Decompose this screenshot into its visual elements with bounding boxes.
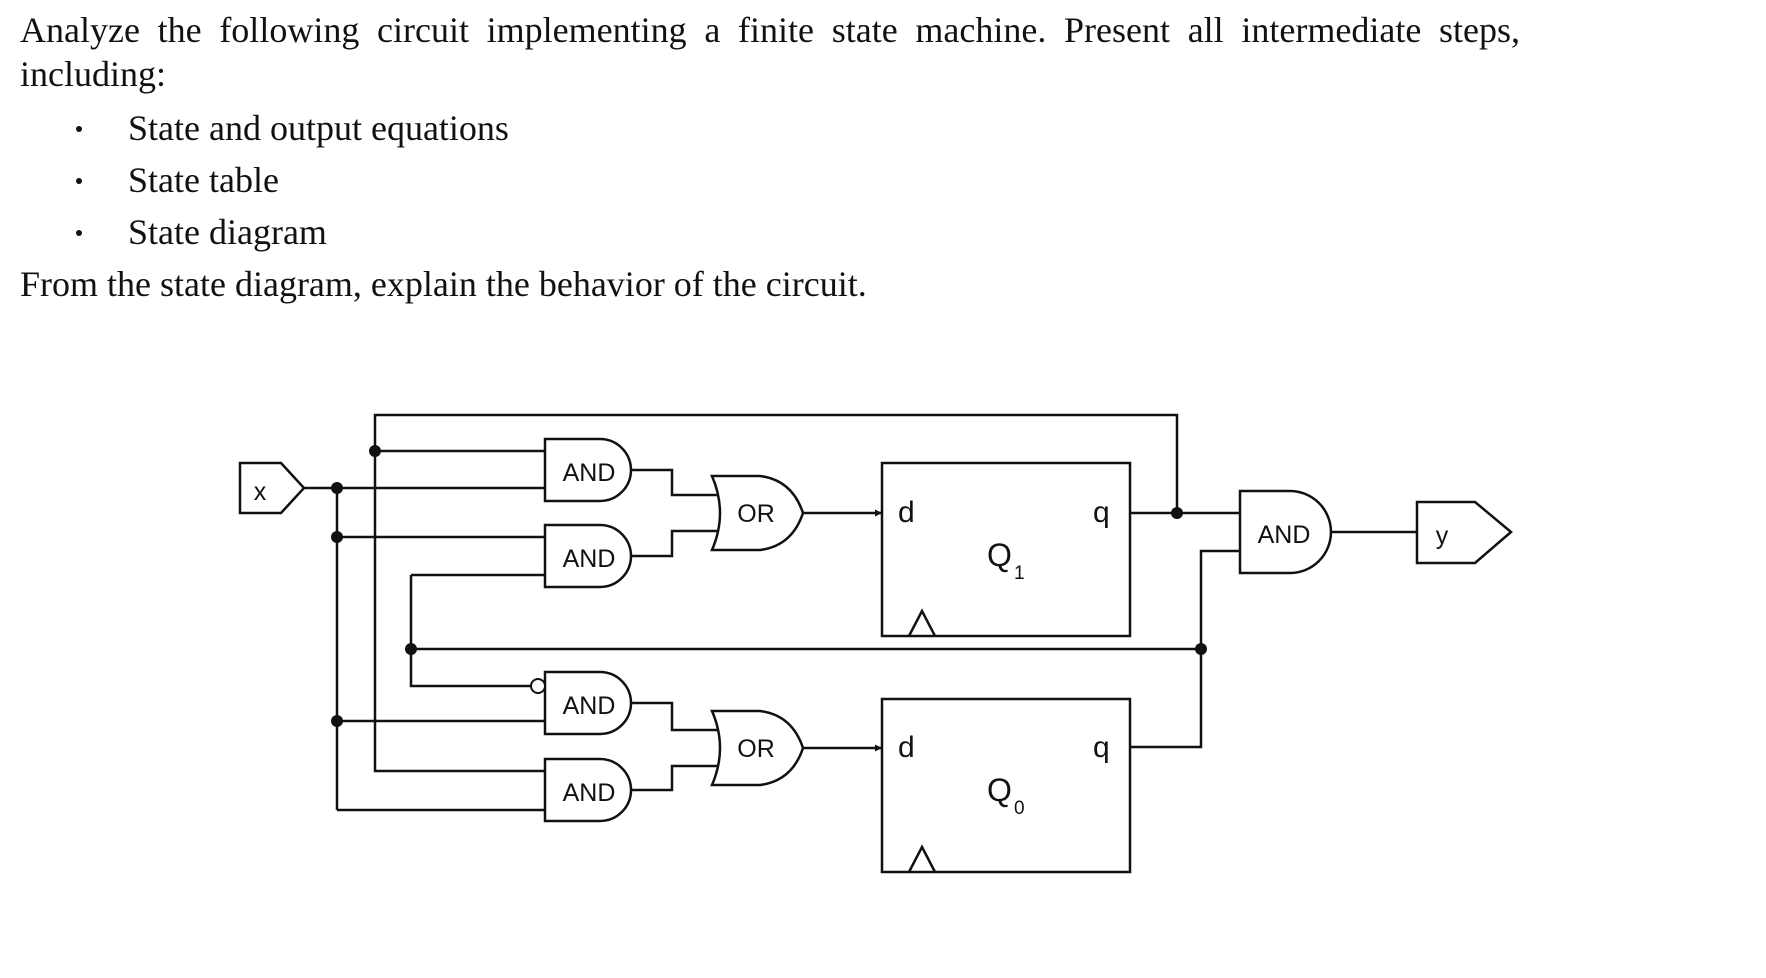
and-gate-label: AND bbox=[563, 692, 616, 720]
flipflop-q-label: q bbox=[1093, 731, 1110, 764]
or-gate-label: OR bbox=[737, 500, 775, 528]
bullet-dot bbox=[76, 126, 82, 132]
requirement-item: State and output equations bbox=[20, 102, 1520, 154]
clock-triangle-icon bbox=[907, 608, 937, 637]
output-port-shape bbox=[1415, 500, 1513, 565]
clock-triangle-icon bbox=[907, 844, 937, 873]
or-gate-0: OR bbox=[710, 709, 805, 787]
wire-and3-to-or0 bbox=[631, 701, 719, 732]
flipflop-name: Q bbox=[987, 772, 1012, 808]
flipflop-q-label: q bbox=[1093, 496, 1110, 529]
question-text: Analyze the following circuit implementi… bbox=[20, 8, 1520, 306]
junction-dot bbox=[369, 445, 381, 457]
question-outro: From the state diagram, explain the beha… bbox=[20, 264, 867, 304]
flipflop-box bbox=[880, 461, 1132, 638]
input-x-port: x bbox=[238, 461, 306, 515]
junction-dot bbox=[1171, 507, 1183, 519]
requirements-list: State and output equations State table S… bbox=[20, 102, 1520, 258]
question-intro: Analyze the following circuit implementi… bbox=[20, 10, 1520, 94]
bullet-dot bbox=[76, 178, 82, 184]
output-and-gate: AND bbox=[1238, 489, 1333, 575]
flipflop-d-label: d bbox=[898, 731, 915, 764]
wire-q0-to-out-and bbox=[1199, 549, 1240, 649]
requirement-label: State table bbox=[128, 160, 279, 200]
and-gate-shape bbox=[1238, 489, 1333, 575]
wire-q1-feedback bbox=[373, 413, 1179, 773]
inverter-bubble bbox=[530, 678, 546, 694]
or-gate-shape bbox=[710, 709, 805, 787]
flipflop-d-label: d bbox=[898, 496, 915, 529]
flipflop-q1: d q Q 1 bbox=[880, 461, 1132, 638]
and-gate-label: AND bbox=[563, 779, 616, 807]
input-port-shape bbox=[238, 461, 306, 515]
requirement-item: State diagram bbox=[20, 206, 1520, 258]
junction-dot bbox=[1195, 643, 1207, 655]
flipflop-q0: d q Q 0 bbox=[880, 697, 1132, 874]
flipflop-box bbox=[880, 697, 1132, 874]
junction-dot bbox=[405, 643, 417, 655]
and-gate-shape bbox=[543, 757, 633, 823]
or-gate-shape bbox=[710, 474, 805, 552]
wire-and1-to-or1 bbox=[631, 468, 719, 497]
wire-q0-feedback bbox=[411, 647, 1203, 749]
junction-dot bbox=[331, 482, 343, 494]
or-gate-label: OR bbox=[737, 735, 775, 763]
and-gate-4: AND bbox=[543, 757, 633, 823]
flipflop-name: Q bbox=[987, 537, 1012, 573]
flipflop-subscript: 0 bbox=[1014, 798, 1025, 819]
and-gate-1: AND bbox=[543, 437, 633, 503]
input-x-label: x bbox=[254, 478, 267, 506]
output-y-label: y bbox=[1436, 522, 1449, 550]
and-gate-label: AND bbox=[563, 545, 616, 573]
and-gate-shape bbox=[543, 523, 633, 589]
junction-dots bbox=[331, 445, 1207, 727]
and-gate-2: AND bbox=[543, 523, 633, 589]
output-y-port: y bbox=[1415, 500, 1513, 565]
requirement-label: State diagram bbox=[128, 212, 327, 252]
and-gate-label: AND bbox=[1258, 521, 1311, 549]
and-gate-label: AND bbox=[563, 459, 616, 487]
requirement-label: State and output equations bbox=[128, 108, 509, 148]
junction-dot bbox=[331, 531, 343, 543]
flipflop-subscript: 1 bbox=[1014, 563, 1025, 584]
wire-q0-branches bbox=[409, 575, 531, 688]
wire-and4-to-or0 bbox=[631, 764, 719, 792]
wires bbox=[302, 413, 1417, 812]
or-gate-1: OR bbox=[710, 474, 805, 552]
junction-dot bbox=[331, 715, 343, 727]
bullet-dot bbox=[76, 230, 82, 236]
and-gate-3: AND bbox=[530, 670, 633, 736]
and-gate-shape bbox=[543, 670, 633, 736]
wire-and2-to-or1 bbox=[631, 529, 719, 558]
requirement-item: State table bbox=[20, 154, 1520, 206]
and-gate-shape bbox=[543, 437, 633, 503]
